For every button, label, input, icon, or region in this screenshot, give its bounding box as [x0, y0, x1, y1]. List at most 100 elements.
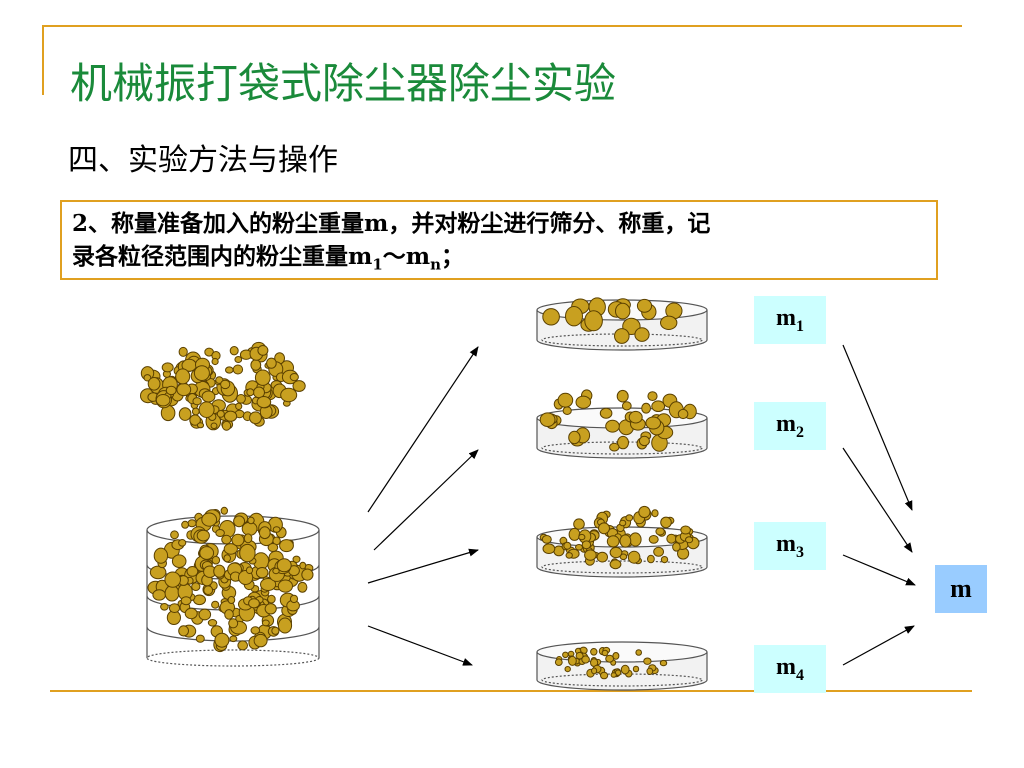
dust-particle	[280, 387, 298, 403]
dust-particle	[170, 530, 179, 540]
fraction-label-sub: 4	[796, 666, 804, 684]
dust-particle	[289, 373, 299, 382]
dust-particle	[178, 625, 190, 637]
sieve-pan-3-particles	[539, 505, 700, 570]
dust-particle	[575, 544, 583, 551]
section-heading: 四、实验方法与操作	[68, 143, 338, 178]
dust-particle	[575, 651, 584, 660]
slide-title: 机械振打袋式除尘器除尘实验	[70, 59, 617, 108]
fraction-label-base: m	[776, 654, 796, 680]
dust-particle	[254, 369, 271, 386]
dust-particle	[233, 515, 246, 528]
sieve-pan-4-particles	[554, 646, 668, 680]
step-note-line2-mid: ～m	[382, 243, 431, 270]
dust-particle	[606, 535, 620, 548]
dust-particle	[584, 549, 597, 561]
arrow-to-pan-3	[367, 548, 479, 584]
dust-particle	[211, 357, 219, 366]
dust-particle	[201, 512, 218, 527]
dust-particle	[541, 535, 552, 544]
arrow-m3-to-m	[842, 554, 916, 586]
dust-particle	[239, 543, 256, 563]
dust-particle	[191, 407, 200, 416]
dust-particle	[277, 579, 293, 593]
dust-particle	[655, 527, 665, 536]
dust-particle	[272, 567, 280, 575]
dust-particle	[225, 366, 234, 374]
dust-particle	[248, 598, 260, 609]
dust-particle	[651, 400, 666, 413]
dust-particle	[653, 546, 664, 557]
dust-particle	[601, 649, 609, 657]
dust-particle	[542, 308, 560, 326]
dust-particle	[609, 546, 623, 559]
dust-particle	[685, 536, 694, 544]
dust-particle	[181, 520, 190, 529]
arrow-to-pan-4	[367, 625, 473, 666]
dust-particle	[648, 535, 659, 544]
dust-particle	[234, 356, 243, 363]
dust-particle	[660, 556, 669, 564]
dust-particle	[605, 419, 620, 433]
dust-particle	[271, 626, 280, 635]
dust-particle	[636, 298, 653, 313]
dust-particle	[214, 632, 230, 648]
dust-particle	[605, 654, 614, 663]
dust-particle	[191, 582, 201, 591]
step-note-sub-n: n	[430, 255, 442, 274]
dust-particle	[563, 541, 572, 550]
frame-top-line	[42, 25, 962, 27]
dust-particle	[267, 594, 276, 604]
fraction-label-sub: 1	[796, 317, 804, 335]
dust-particle	[220, 379, 231, 390]
dust-particle	[620, 664, 630, 675]
dust-particle	[299, 561, 307, 570]
dust-particle	[627, 550, 641, 564]
dust-particle	[229, 346, 239, 356]
dust-particle	[616, 389, 629, 403]
dust-particle	[610, 672, 617, 678]
dust-particle	[243, 533, 253, 544]
dust-particle	[596, 551, 608, 563]
dust-particle	[235, 402, 243, 410]
step-note-sub-1: 1	[372, 255, 383, 274]
dust-particle	[232, 364, 244, 375]
frame-left-line	[42, 25, 44, 95]
dust-particle	[573, 518, 585, 530]
dust-particle	[245, 566, 254, 575]
dust-particle	[196, 422, 205, 429]
dust-particle	[297, 581, 308, 593]
dust-particle	[256, 396, 272, 409]
fraction-label-m1: m1	[754, 296, 826, 344]
dust-particle	[227, 596, 236, 604]
dust-particle	[651, 509, 659, 518]
dust-particle	[672, 542, 681, 552]
dust-particle	[238, 570, 254, 585]
dust-particle	[279, 539, 294, 553]
dust-particle	[565, 552, 573, 559]
dust-particle	[198, 608, 212, 621]
dust-particle	[554, 658, 563, 667]
dust-particle	[568, 430, 581, 445]
dust-particle	[634, 327, 650, 342]
dust-particle	[192, 397, 202, 406]
step-note-line2: 录各粒径范围内的粉尘重量m1～mn；	[72, 240, 926, 282]
dust-particle	[171, 554, 187, 569]
arrow-m2-to-m	[842, 447, 913, 553]
step-note-line1: 2、称量准备加入的粉尘重量m，并对粉尘进行筛分、称重，记	[72, 210, 711, 237]
dust-particle	[161, 362, 174, 373]
dust-particle	[231, 533, 245, 547]
dust-particle	[680, 525, 691, 535]
dust-particle	[160, 603, 169, 611]
dust-particle	[207, 619, 218, 627]
dust-particle	[301, 568, 314, 581]
dust-particle	[617, 435, 629, 450]
dust-particle	[289, 594, 299, 604]
dust-particle	[609, 442, 620, 452]
dust-particle	[568, 655, 577, 666]
dust-particle	[255, 567, 269, 579]
dust-particle	[615, 302, 631, 320]
dust-particle	[638, 505, 651, 519]
dust-particle	[211, 600, 220, 609]
sieve-pan-1-particles	[542, 297, 683, 344]
